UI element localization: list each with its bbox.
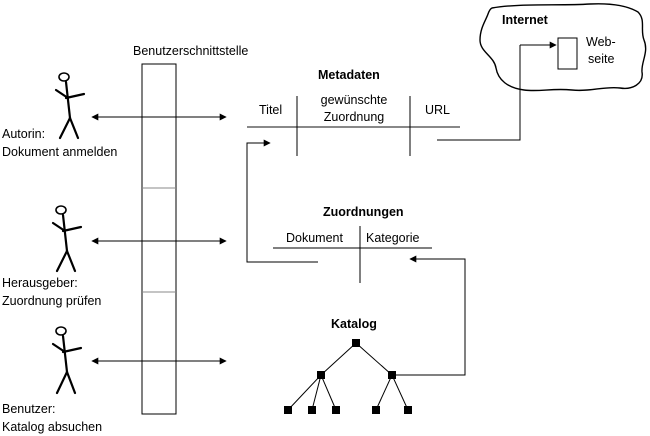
actor-herausgeber-role: Herausgeber:: [2, 276, 78, 290]
interface-title: Benutzerschnittstelle: [133, 44, 249, 58]
metadata-col-zuordnung-line1: gewünschte: [320, 93, 388, 107]
katalog-title: Katalog: [331, 317, 377, 331]
actor-benutzer-role: Benutzer:: [2, 402, 56, 416]
metadata-col-url: URL: [425, 103, 451, 117]
actor-autorin-task: Dokument anmelden: [2, 145, 118, 159]
metadata-title: Metadaten: [318, 68, 380, 82]
internet-title: Internet: [502, 13, 548, 27]
url-to-internet-line: [437, 45, 521, 141]
katalog-tree: [284, 339, 412, 414]
actor-autorin-figure: [54, 72, 86, 140]
webpage-label-line1: Web-: [586, 35, 616, 49]
actor-herausgeber-task: Zuordnung prüfen: [2, 294, 102, 308]
metadata-col-zuordnung-line2: Zuordnung: [323, 110, 385, 124]
actor-benutzer-task: Katalog absuchen: [2, 420, 103, 434]
webpage-label-line2: seite: [588, 52, 615, 66]
metadata-col-titel: Titel: [259, 103, 283, 117]
zuordnungen-col-kategorie: Kategorie: [366, 231, 420, 245]
katalog-to-zuordnungen-arrow: [392, 255, 466, 376]
zuordnungen-to-metadata-arrow: [246, 139, 318, 263]
internet-cloud: [479, 3, 647, 92]
zuordnungen-col-dokument: Dokument: [286, 231, 343, 245]
actor-herausgeber-figure: [51, 205, 83, 273]
actor-benutzer-figure: [51, 326, 83, 395]
actor-autorin-role: Autorin:: [2, 127, 46, 141]
zuordnungen-title: Zuordnungen: [323, 205, 404, 219]
webpage-icon: [557, 37, 578, 70]
